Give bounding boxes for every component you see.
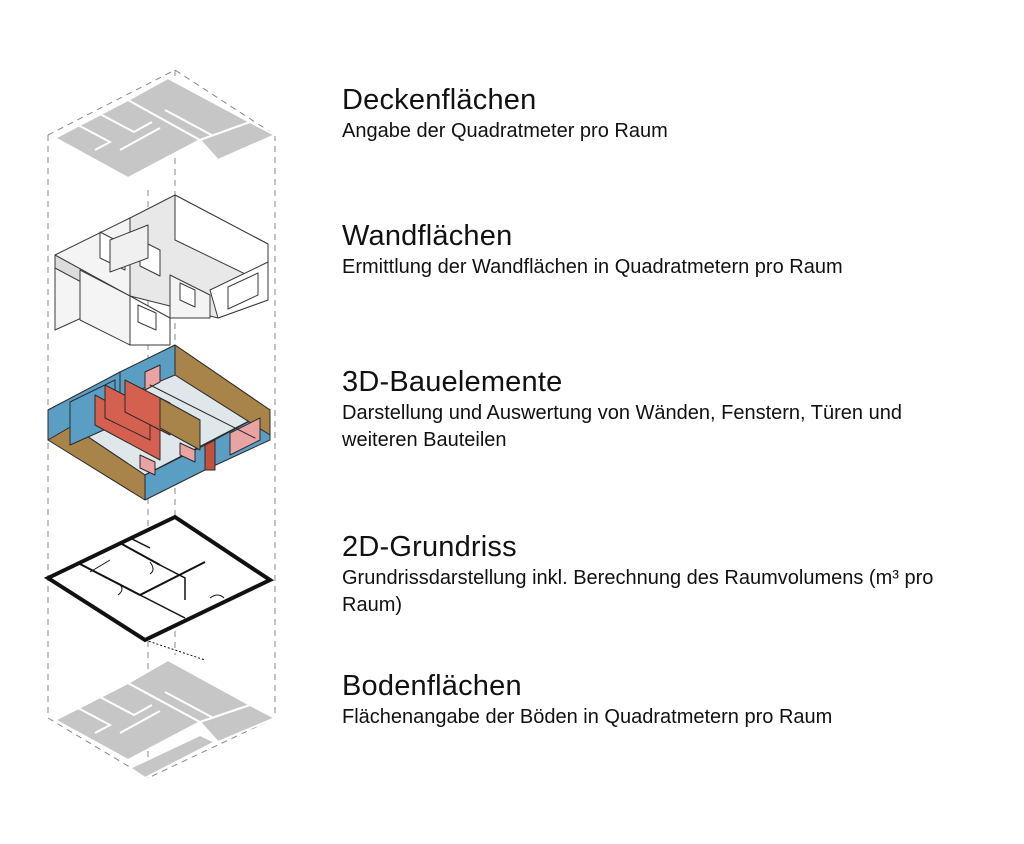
layer-description: Grundrissdarstellung inkl. Berechnung de…: [342, 567, 934, 616]
layer-label-ceiling: Deckenflächen Angabe der Quadratmeter pr…: [342, 84, 1002, 145]
ceiling-slab: [52, 76, 278, 180]
building-elements-3d: [47, 344, 271, 501]
layer-title: Deckenflächen: [342, 84, 537, 116]
floor-slab: [52, 658, 278, 780]
layer-label-floor-plan: 2D-Grundriss Grundrissdarstellung inkl. …: [342, 531, 1002, 619]
layer-description: Flächenangabe der Böden in Quadratmetern…: [342, 706, 833, 728]
layer-label-building-elements: 3D-Bauelemente Darstellung und Auswertun…: [342, 366, 1002, 454]
wall-surfaces: [54, 194, 269, 346]
layer-description: Darstellung und Auswertung von Wänden, F…: [342, 402, 902, 451]
layer-title: Bodenflächen: [342, 670, 522, 702]
layer-title: Wandflächen: [342, 220, 513, 252]
layer-title: 2D-Grundriss: [342, 531, 517, 563]
layer-label-walls: Wandflächen Ermittlung der Wandflächen i…: [342, 220, 1002, 281]
floor-plan-2d: [43, 514, 275, 661]
layer-title: 3D-Bauelemente: [342, 366, 563, 398]
layer-description: Angabe der Quadratmeter pro Raum: [342, 120, 668, 142]
layer-label-floor: Bodenflächen Flächenangabe der Böden in …: [342, 670, 1002, 731]
layer-description: Ermittlung der Wandflächen in Quadratmet…: [342, 256, 843, 278]
